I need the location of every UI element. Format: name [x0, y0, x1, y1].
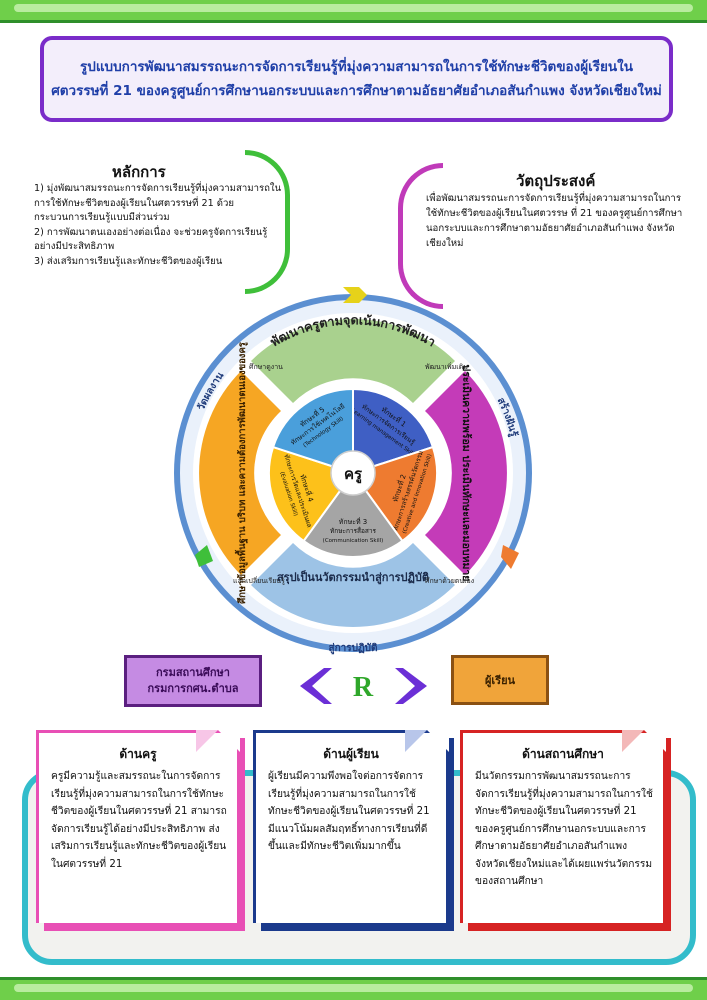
card-fold-corner — [405, 730, 449, 752]
r-arrows-group: R — [300, 668, 427, 704]
band-left — [199, 371, 281, 575]
skill-wedge-1 — [352, 387, 435, 475]
card-text-teacher: ครูมีความรู้และสมรรถนะในการจัดการเรียนรู… — [51, 771, 227, 870]
band-bottom — [251, 543, 455, 627]
skill-wedges: ทักษะที่ 1ทักษะการจัดการเรียนรู้(Learnin… — [268, 387, 438, 558]
band-bottom-label: สรุปเป็นนวัตกรรมนำสู่การปฏิบัติ — [277, 570, 429, 585]
title-line-1: รูปแบบการพัฒนาสมรรถนะการจัดการเรียนรู้ที… — [80, 59, 633, 75]
bottom-banner-highlight — [14, 984, 693, 992]
chevron-top-icon — [343, 287, 367, 303]
top-banner-highlight — [14, 4, 693, 12]
band-left-label: ศึกษาข้อมูลพื้นฐาน บริบท และความต้องการพ… — [234, 341, 249, 604]
small-label-bottom-left: แลกเปลี่ยนเรียนรู้ — [233, 576, 285, 585]
card-title-learner: ด้านผู้เรียน — [323, 747, 379, 761]
center-label: ครู — [344, 465, 363, 484]
top-banner-bar — [0, 0, 707, 23]
small-label-top-left: ศึกษาดูงาน — [249, 362, 283, 371]
principle-item-2: 2) การพัฒนาตนเองอย่างต่อเนื่อง จะช่วยครู… — [34, 226, 268, 253]
principles-list: 1) มุ่งพัฒนาสมรรถนะการจัดการเรียนรู้ที่ม… — [34, 182, 284, 269]
band-right-label: ประเมินความพร้อม ประเมินทักษะและมอบหมาย — [460, 365, 473, 582]
card-text-learner: ผู้เรียนมีความพึงพอใจต่อการจัดการเรียนรู… — [268, 771, 430, 852]
band-top — [251, 319, 455, 403]
card-fold-corner — [622, 730, 666, 752]
chevron-left-purple-icon — [300, 668, 332, 704]
learner-box: ผู้เรียน — [451, 655, 549, 705]
skill-wedge-3 — [302, 471, 404, 558]
model-diagram: วัดผลงาน สร้างฝันรู้ สู่การปฏิบัติ พัฒนา… — [174, 287, 532, 655]
outcome-card-learner: ด้านผู้เรียน ผู้เรียนมีความพึงพอใจต่อการ… — [253, 730, 449, 923]
chevron-left-icon — [195, 545, 213, 567]
center-circle — [330, 450, 376, 496]
card-fold-corner — [196, 730, 240, 752]
small-label-bottom-right: ศึกษาด้วยตนเอง — [425, 576, 474, 585]
objectives-text: เพื่อพัฒนาสมรรถนะการจัดการเรียนรู้ที่มุ่… — [426, 193, 683, 249]
objectives-section: วัตถุประสงค์ เพื่อพัฒนาสมรรถนะการจัดการเ… — [398, 163, 686, 309]
skill-wedge-5 — [271, 387, 354, 475]
principles-title: หลักการ — [112, 163, 166, 181]
title-line-2: ศตวรรษที่ 21 ของครูศูนย์การศึกษานอกระบบแ… — [51, 83, 662, 99]
objectives-title: วัตถุประสงค์ — [516, 172, 596, 190]
principle-item-1: 1) มุ่งพัฒนาสมรรถนะการจัดการเรียนรู้ที่ม… — [34, 183, 282, 223]
bottom-banner-bar — [0, 977, 707, 1000]
left-support-line-2: กรมการกศน.ตำบล — [147, 682, 239, 695]
outcome-card-school: ด้านสถานศึกษา มีนวัตกรรมการพัฒนาสมรรถนะก… — [460, 730, 666, 923]
band-right — [425, 371, 507, 575]
principle-item-3: 3) ส่งเสริมการเรียนรู้และทักษะชีวิตของผู… — [34, 255, 223, 267]
left-support-box: กรมสถานศึกษา กรมการกศน.ตำบล — [124, 655, 262, 707]
card-text-school: มีนวัตกรรมการพัฒนาสมรรถนะการจัดการเรียนร… — [475, 771, 653, 887]
small-label-top-right: พัฒนาเพิ่มเติม — [425, 362, 468, 371]
ring-label-bottom: สู่การปฏิบัติ — [328, 642, 377, 655]
outcome-card-teacher: ด้านครู ครูมีความรู้และสมรรถนะในการจัดกา… — [36, 730, 240, 923]
chevron-right-icon — [501, 545, 519, 569]
card-title-teacher: ด้านครู — [119, 747, 157, 761]
r-letter: R — [353, 672, 374, 703]
chevron-right-purple-icon — [395, 668, 427, 704]
left-support-line-1: กรมสถานศึกษา — [156, 666, 230, 679]
card-title-school: ด้านสถานศึกษา — [522, 747, 604, 761]
title-box: รูปแบบการพัฒนาสมรรถนะการจัดการเรียนรู้ที… — [40, 36, 673, 122]
principles-section: หลักการ 1) มุ่งพัฒนาสมรรถนะการจัดการเรีย… — [22, 150, 290, 294]
